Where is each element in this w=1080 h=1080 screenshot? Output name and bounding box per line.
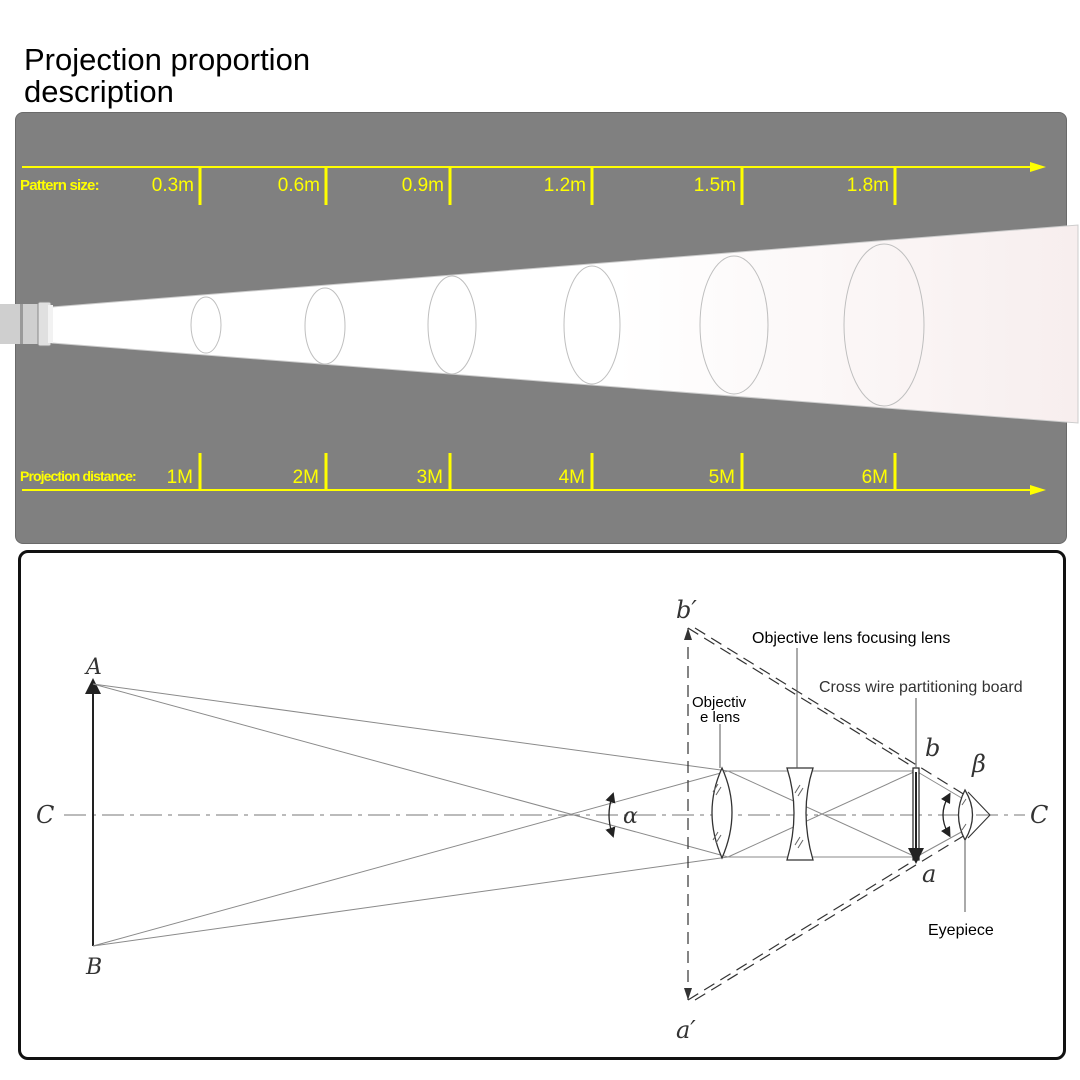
virtual-image-rays: [687, 627, 966, 1001]
point-label-a-prime: a′: [676, 1016, 696, 1044]
pattern-ellipse-5: [699, 255, 769, 395]
point-label-B: B: [85, 955, 102, 980]
pattern-size-label: Pattern size:: [20, 177, 99, 194]
projection-distance-value: 2M: [293, 467, 319, 488]
light-rays: [92, 683, 966, 947]
pattern-ellipse-6: [843, 243, 925, 407]
pattern-ellipse-3: [427, 275, 477, 375]
eyepiece-lens: [957, 788, 991, 842]
projection-distance-value: 5M: [709, 467, 735, 488]
projection-distance-value: 3M: [417, 467, 443, 488]
projection-distance-scale: Projection distance: 1M 2M 3M 4M 5M 6M: [20, 453, 1046, 495]
flashlight-icon: [0, 301, 53, 347]
objective-lens-label: Objectiv: [692, 694, 747, 711]
alpha-angle-arc: [605, 792, 616, 838]
image-arrow-head: [684, 628, 692, 640]
pattern-size-value: 0.3m: [152, 175, 194, 196]
point-label-a: a: [922, 860, 936, 888]
projection-distance-value: 4M: [559, 467, 585, 488]
point-label-C-left: C: [36, 801, 54, 829]
pattern-size-value: 0.6m: [278, 175, 320, 196]
objective-focusing-lens-label: Objective lens focusing lens: [752, 630, 950, 647]
leader-lines: [719, 648, 966, 912]
pattern-ellipse-4: [563, 265, 621, 385]
point-label-C-right: C: [1030, 801, 1048, 829]
objective-lens: [711, 766, 733, 860]
projection-distance-value: 1M: [167, 467, 193, 488]
pattern-size-scale: Pattern size: 0.3m 0.6m 0.9m 1.2m 1.5m 1…: [20, 162, 1046, 205]
page-title: Projection proportion description: [24, 42, 311, 109]
objective-lens-label: e lens: [700, 709, 740, 726]
pattern-size-value: 1.2m: [544, 175, 586, 196]
cross-wire-board: [908, 767, 924, 864]
pattern-size-value: 1.8m: [847, 175, 889, 196]
image-arrow-head: [684, 988, 692, 1000]
projection-distance-label: Projection distance:: [20, 468, 136, 484]
angle-label-beta: β: [971, 750, 986, 778]
point-label-b-prime: b′: [676, 596, 697, 624]
focusing-lens: [786, 767, 814, 861]
optics-panel: [18, 550, 1066, 1060]
pattern-size-value: 1.5m: [694, 175, 736, 196]
pattern-ellipse-1: [190, 296, 222, 354]
point-label-b: b: [925, 734, 940, 762]
pattern-ellipse-2: [304, 287, 346, 365]
projection-distance-value: 6M: [862, 467, 888, 488]
point-label-A: A: [84, 655, 102, 680]
cross-wire-board-label: Cross wire partitioning board: [819, 679, 1023, 696]
eyepiece-label: Eyepiece: [928, 922, 994, 939]
beta-angle-arc: [940, 792, 951, 838]
pattern-size-value: 0.9m: [402, 175, 444, 196]
angle-label-alpha: α: [623, 804, 638, 829]
